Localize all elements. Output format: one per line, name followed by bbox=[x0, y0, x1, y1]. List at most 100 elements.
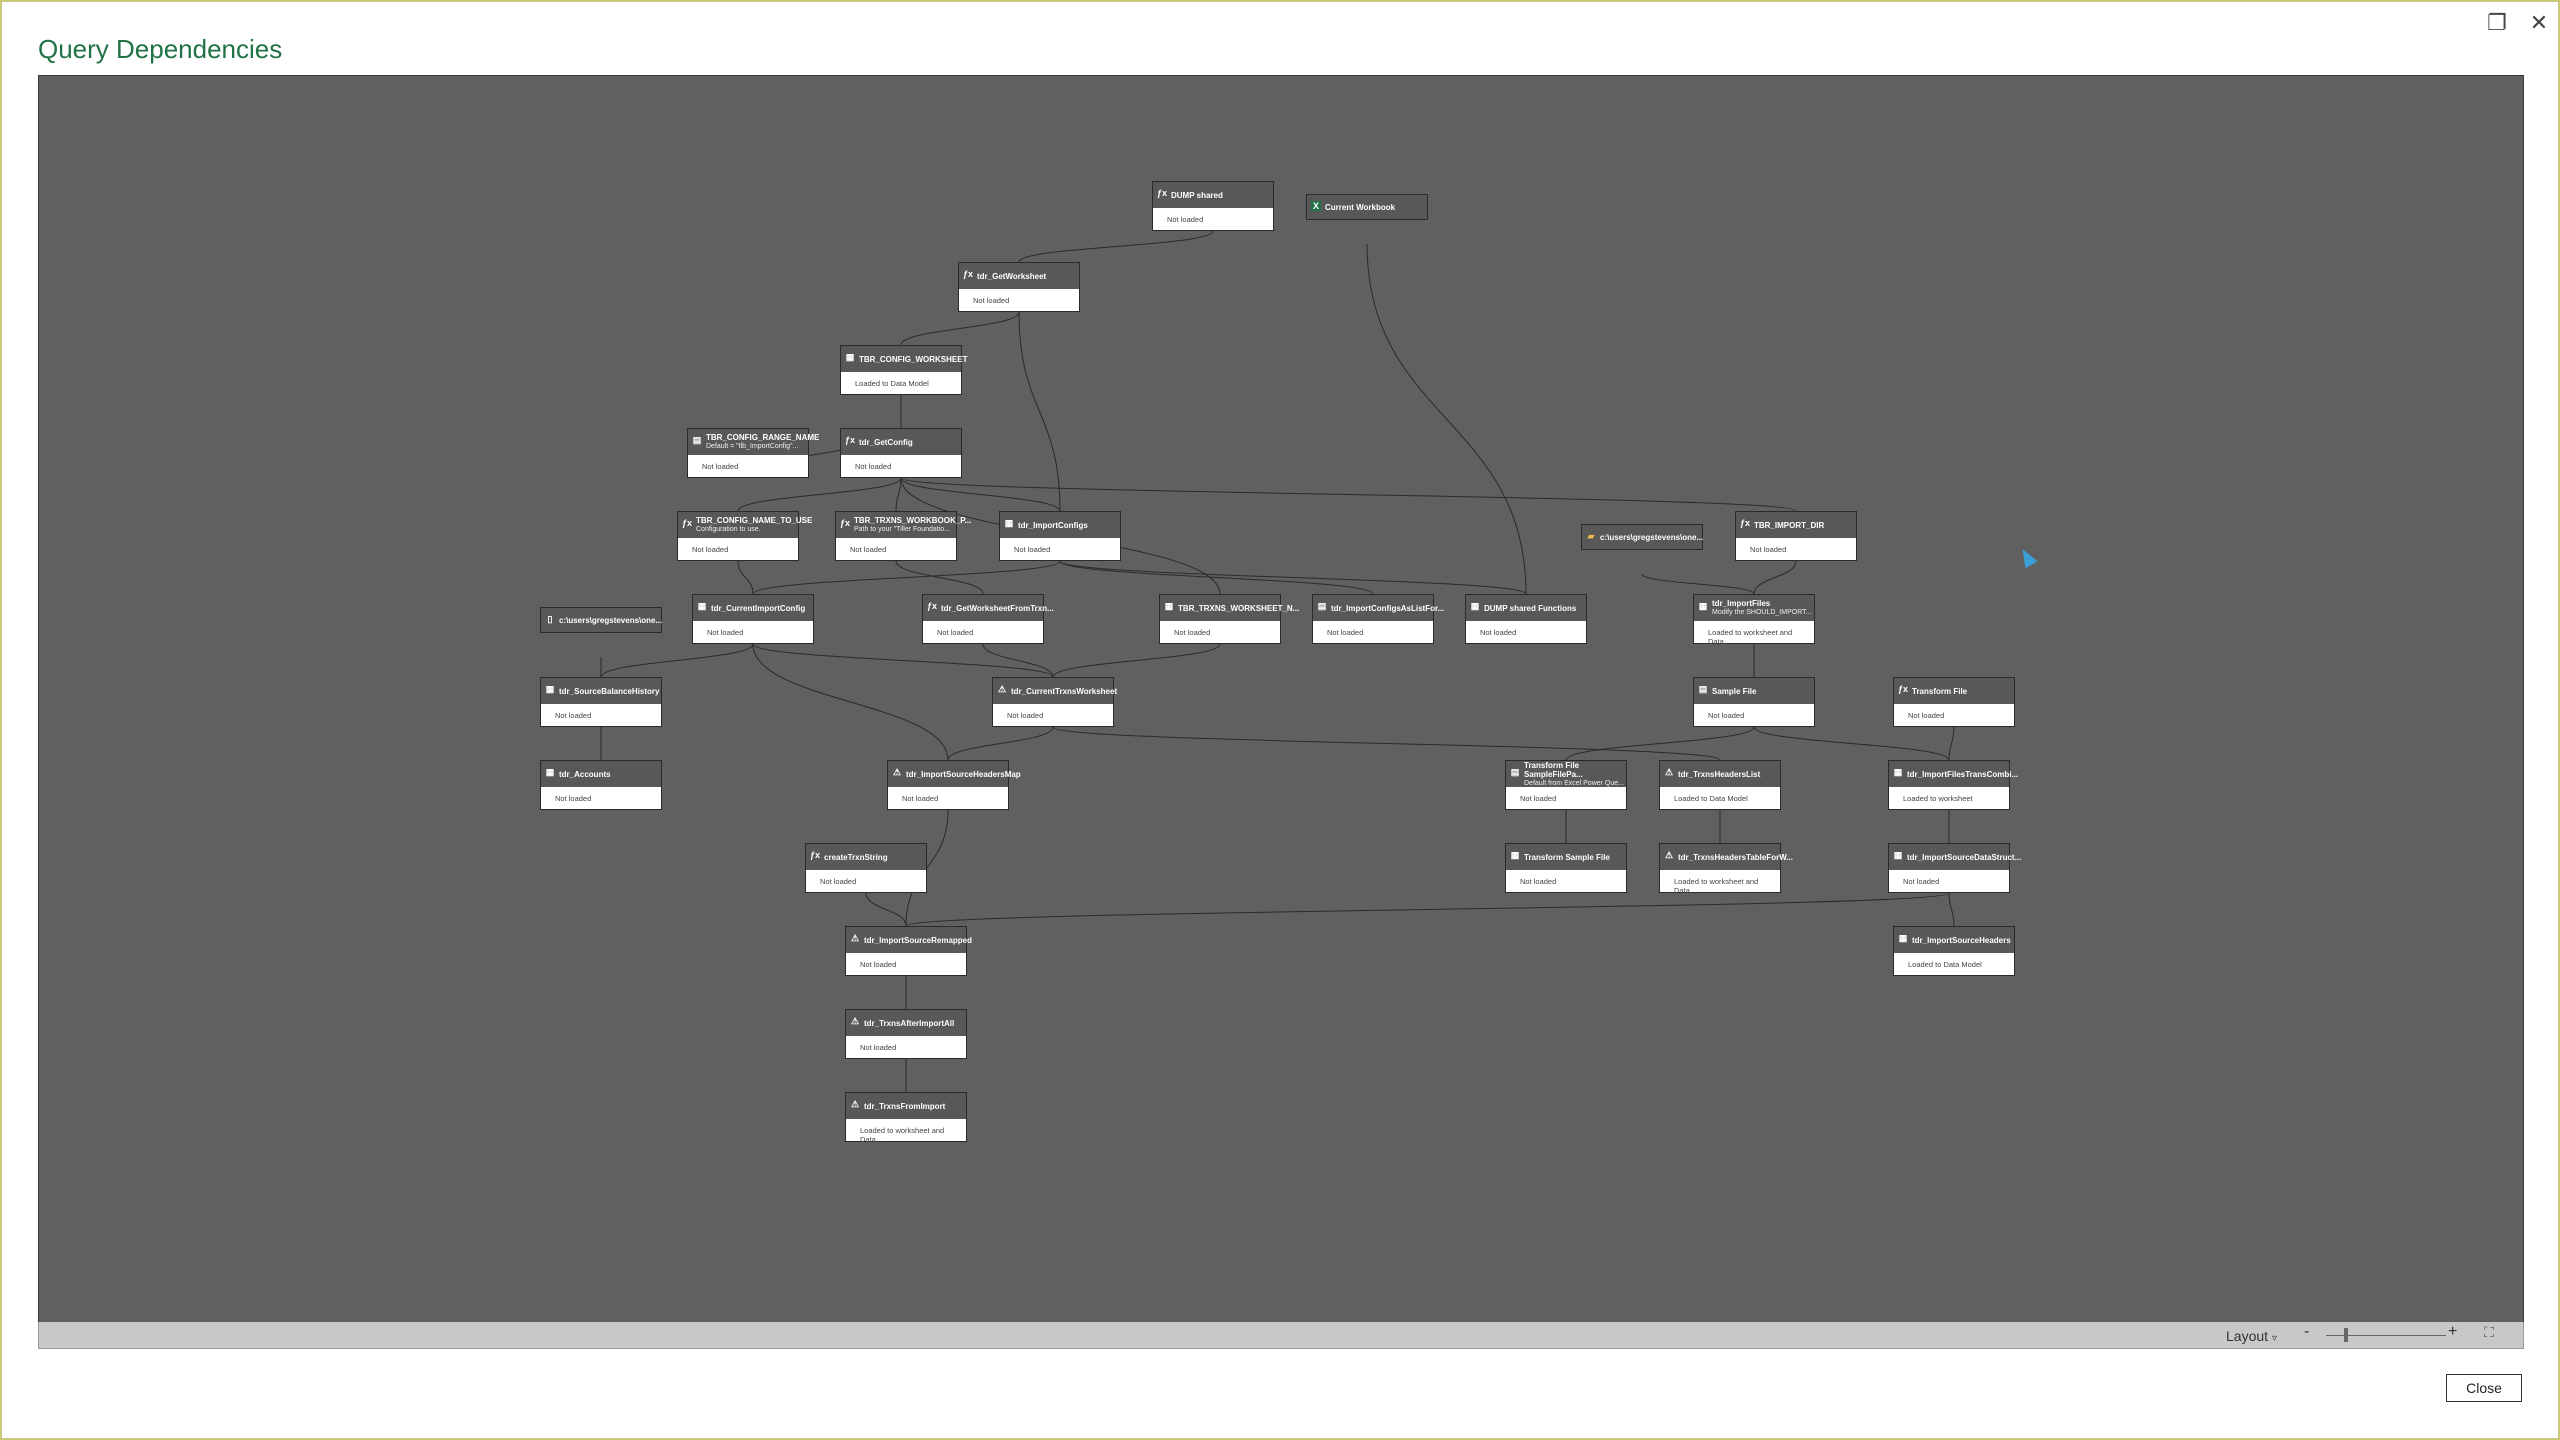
fx-icon: ƒx bbox=[1898, 683, 1909, 694]
warn-icon: ⚠ bbox=[850, 1098, 860, 1109]
fx-icon: ƒx bbox=[845, 434, 856, 445]
query-node-status: Not loaded bbox=[1750, 545, 1787, 554]
dependency-edge bbox=[1753, 726, 1950, 761]
close-icon[interactable]: ✕ bbox=[2529, 10, 2549, 35]
warn-icon: ⚠ bbox=[892, 766, 902, 777]
dependency-edge bbox=[905, 892, 1950, 927]
query-node-header: ⚠tdr_ImportSourceRemapped bbox=[846, 927, 973, 953]
query-node[interactable]: ⚠tdr_TrxnsHeadersTableForW...Loaded to w… bbox=[1659, 843, 1793, 895]
dependency-edge bbox=[737, 560, 754, 595]
query-node-title: tdr_GetConfig bbox=[859, 437, 913, 447]
table-icon: ▦ bbox=[1470, 600, 1480, 611]
query-node-header: ⚠tdr_TrxnsAfterImportAll bbox=[846, 1010, 966, 1036]
query-node-status: Not loaded bbox=[1908, 711, 1945, 720]
dependency-edge bbox=[895, 560, 984, 595]
query-node[interactable]: ▦TBR_TRXNS_WORKSHEET_N...Not loaded bbox=[1159, 594, 1300, 644]
query-node-title: tdr_ImportSourceRemapped bbox=[864, 935, 973, 945]
table-icon: ▦ bbox=[545, 683, 555, 694]
query-node[interactable]: ▯c:\users\gregstevens\one... bbox=[540, 607, 662, 633]
query-node-title: TBR_CONFIG_NAME_TO_USE bbox=[696, 516, 813, 525]
table-icon: ▦ bbox=[1893, 849, 1903, 860]
warn-icon: ⚠ bbox=[1664, 849, 1674, 860]
query-node-status: Not loaded bbox=[860, 1043, 897, 1052]
query-node[interactable]: ▰c:\users\gregstevens\one... bbox=[1581, 524, 1703, 550]
dependency-edge bbox=[752, 560, 1061, 595]
table-icon: ▦ bbox=[1893, 766, 1903, 777]
zoom-out-button[interactable]: - bbox=[2304, 1323, 2310, 1340]
query-node-description: Default = "tlb_ImportConfig"... bbox=[706, 443, 799, 450]
close-button[interactable]: Close bbox=[2446, 1374, 2522, 1402]
query-node-title: tdr_ImportSourceHeadersMap bbox=[906, 769, 1021, 779]
query-node-status: Loaded to Data Model bbox=[855, 379, 929, 388]
dependency-edge bbox=[737, 477, 902, 512]
dependency-edge bbox=[900, 311, 1020, 346]
query-node-title: Current Workbook bbox=[1325, 202, 1396, 212]
fx-icon: ƒx bbox=[810, 849, 821, 860]
chevron-down-icon: ▿ bbox=[2271, 1333, 2277, 1344]
query-node-status: Not loaded bbox=[1903, 877, 1940, 886]
dependency-edge bbox=[1018, 311, 1061, 512]
zoom-in-button[interactable]: + bbox=[2448, 1323, 2458, 1340]
edge-layer bbox=[600, 230, 1955, 1092]
param-icon: ▤ bbox=[1317, 600, 1327, 611]
query-node-status: Not loaded bbox=[555, 794, 592, 803]
query-node-status: Not loaded bbox=[860, 960, 897, 969]
query-node-status: Not loaded bbox=[1708, 711, 1745, 720]
query-node-title: tdr_CurrentImportConfig bbox=[711, 603, 806, 613]
query-node[interactable]: ▤tdr_ImportConfigsAsListFor...Not loaded bbox=[1312, 594, 1444, 644]
query-node[interactable]: ▤Transform File SampleFilePa...Default f… bbox=[1505, 760, 1627, 810]
folder-icon: ▰ bbox=[1587, 530, 1595, 541]
layout-button[interactable]: Layout ▿ bbox=[2226, 1328, 2277, 1344]
table-icon: ▦ bbox=[1898, 932, 1908, 943]
restore-icon[interactable]: ❐ bbox=[2487, 10, 2507, 35]
query-node-header: ⚠tdr_TrxnsHeadersList bbox=[1660, 761, 1780, 787]
query-node-header: ▤tdr_ImportConfigsAsListFor... bbox=[1313, 595, 1444, 621]
query-node-title: TBR_TRXNS_WORKSHEET_N... bbox=[1178, 603, 1300, 613]
query-node-header: ▦Transform Sample File bbox=[1506, 844, 1626, 870]
query-node[interactable]: ▦tdr_ImportSourceDataStruct...Not loaded bbox=[1888, 843, 2021, 893]
query-node-title: tdr_Accounts bbox=[559, 769, 611, 779]
query-node[interactable]: ▦tdr_ImportFilesTransCombi...Loaded to w… bbox=[1888, 760, 2018, 810]
query-node-status: Not loaded bbox=[707, 628, 744, 637]
zoom-slider-thumb[interactable] bbox=[2344, 1328, 2348, 1342]
canvas-statusbar bbox=[38, 1322, 2524, 1349]
zoom-slider-track[interactable] bbox=[2326, 1335, 2446, 1336]
query-node-title: tdr_SourceBalanceHistory bbox=[559, 686, 660, 696]
dependency-edge bbox=[1052, 726, 1721, 761]
dependency-edge bbox=[1018, 230, 1214, 263]
fit-to-screen-icon[interactable]: ⛶ bbox=[2484, 1324, 2494, 1340]
table-icon: ▦ bbox=[545, 766, 555, 777]
